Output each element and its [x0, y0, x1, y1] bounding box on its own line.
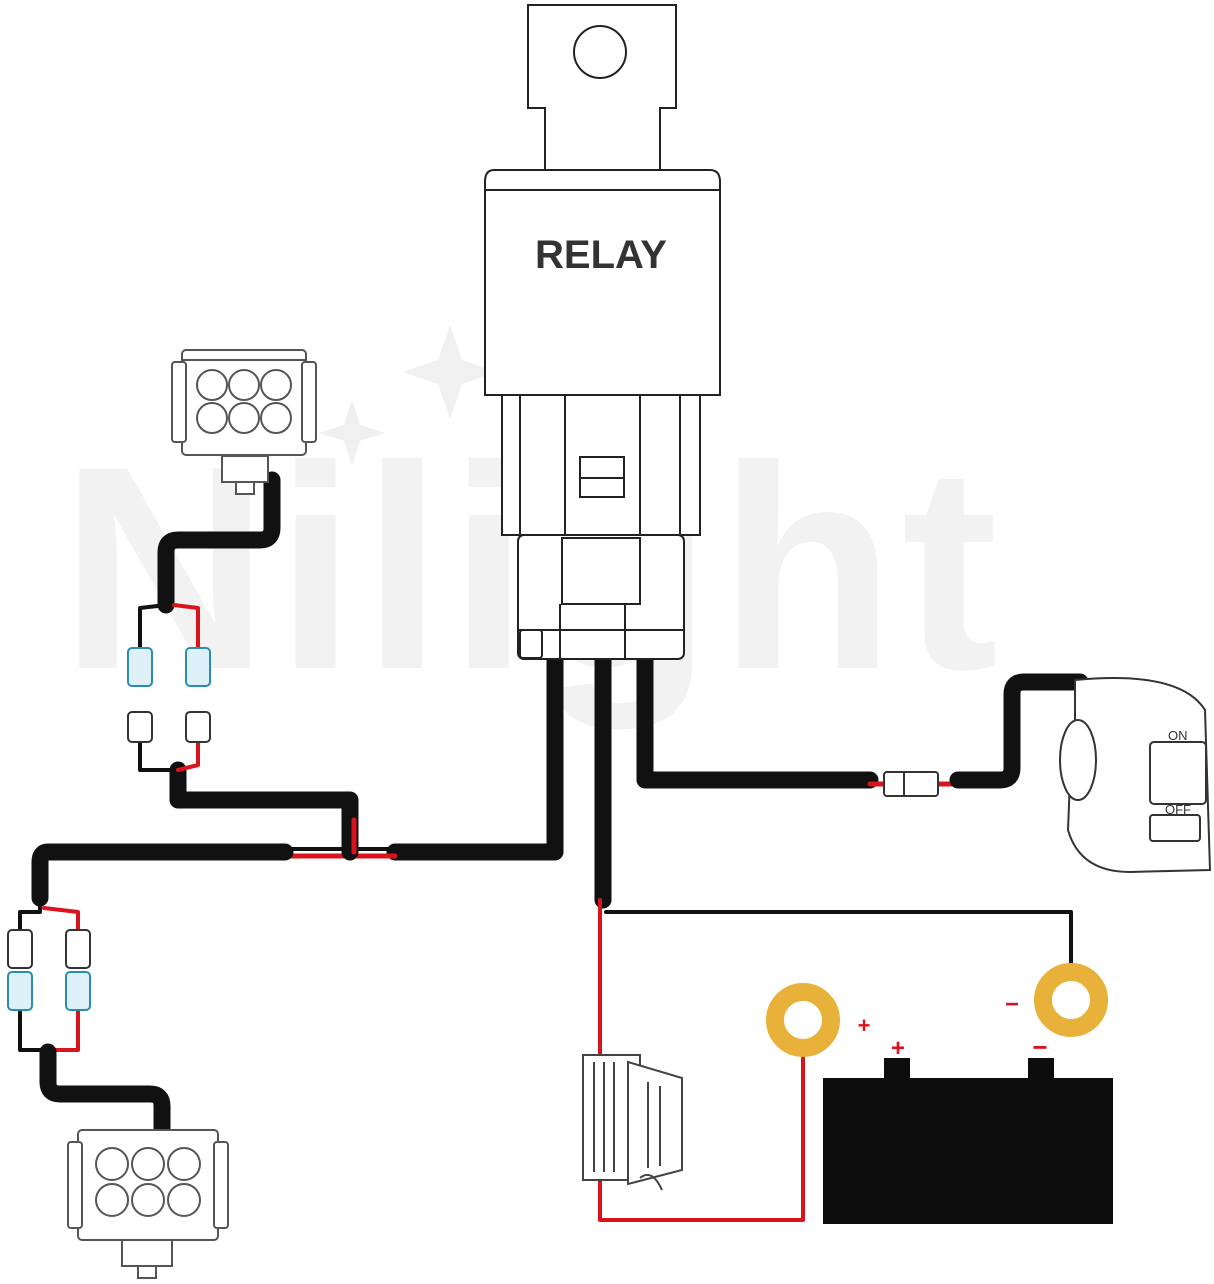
upper-male-connectors	[127, 711, 211, 743]
ring-terminal-negative	[1034, 963, 1108, 1037]
wire-ground	[604, 910, 1073, 977]
wire-fuse-to-positive	[598, 1048, 805, 1222]
wire-relay-to-switch	[636, 651, 879, 789]
battery-terminal-positive: +	[891, 1035, 905, 1062]
switch-off-label: OFF	[1165, 802, 1191, 817]
wire-switch	[949, 673, 1089, 789]
rocker-switch	[1059, 677, 1212, 874]
wire-harness-left	[31, 843, 294, 907]
wire-branch-up	[169, 761, 359, 861]
battery-positive-post	[884, 1058, 910, 1080]
upper-female-connectors	[127, 647, 211, 687]
upper-light-bar	[171, 349, 317, 495]
battery-terminal-negative: −	[1032, 1032, 1047, 1062]
relay-body	[484, 169, 721, 396]
watermark-sparkle	[319, 325, 497, 466]
ring-positive-label: +	[858, 1013, 871, 1038]
battery	[823, 1058, 1113, 1224]
battery-body	[823, 1078, 1113, 1224]
lower-male-connectors	[7, 929, 91, 969]
lower-light-bar	[67, 1129, 229, 1279]
relay-label: RELAY	[535, 233, 667, 277]
battery-negative-post	[1028, 1058, 1054, 1080]
relay-mounting-hole	[573, 25, 627, 79]
lower-female-connectors	[7, 971, 91, 1011]
wire-relay-to-harness	[386, 651, 564, 861]
fuse-holder	[582, 1054, 683, 1191]
ring-negative-label: −	[1005, 991, 1019, 1018]
switch-on-label: ON	[1168, 728, 1188, 743]
wire-upper-light	[157, 471, 281, 614]
wire-lower-light	[39, 1043, 171, 1139]
in-line-connector	[883, 771, 939, 797]
relay	[484, 4, 721, 660]
ring-terminal-positive	[766, 983, 840, 1057]
wires	[18, 471, 1089, 1222]
